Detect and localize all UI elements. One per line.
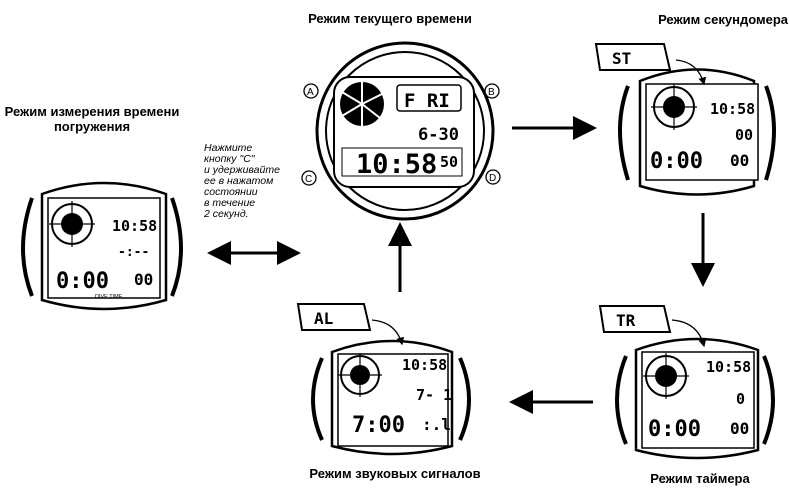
button-c-label: C (305, 174, 312, 185)
instruction-line: состоянии (204, 186, 258, 198)
display-sec: 00 (134, 270, 153, 289)
label-stopwatch-mode: Режим секундомера (658, 12, 788, 27)
display-day: F RI (404, 90, 450, 112)
segment-wheel-icon (340, 82, 384, 126)
button-b-label: B (488, 87, 495, 98)
display-date: 6-30 (418, 125, 459, 145)
instruction-line: кнопку "С" (204, 153, 255, 165)
display-main: 0:00 (56, 269, 109, 294)
display-top-time: 10:58 (706, 358, 751, 376)
display-main: 0:00 (648, 417, 701, 442)
mode-indicator: AL (314, 309, 333, 328)
label-dive-mode-line1: Режим измерения времени (4, 104, 180, 119)
instruction-line: Нажмите (204, 142, 253, 154)
button-a-label: A (307, 87, 314, 98)
display-mid: -:-- (118, 245, 149, 260)
display-top-time: 10:58 (112, 217, 157, 235)
mode-indicator: TR (616, 311, 636, 330)
instruction-line: и удерживайте (204, 164, 280, 176)
instruction-line: 2 секунд. (204, 208, 249, 220)
display-mid: 00 (735, 126, 753, 144)
label-timer-mode: Режим таймера (650, 471, 750, 486)
button-d[interactable]: D (485, 169, 501, 185)
button-a[interactable]: A (303, 83, 319, 99)
display-mid: 7- 1 (416, 386, 452, 404)
watch-alarm: 10:58 7- 1 7:00 :.l AL (296, 303, 471, 456)
display-sec: :.l (422, 415, 451, 434)
instruction-line: ее в нажатом (204, 175, 274, 187)
instruction-line: в течение (204, 197, 256, 209)
button-d-label: D (489, 173, 496, 184)
watch-dive-time: 10:58 -:-- 0:00 00 DIVE TIME (21, 181, 183, 311)
display-sec: 00 (730, 419, 749, 438)
display-top-time: 10:58 (402, 356, 447, 374)
display-time: 10:58 (356, 149, 437, 180)
watch-timer: 10:58 0 0:00 00 TR (598, 305, 775, 460)
mode-indicator: ST (612, 49, 631, 68)
label-alarm-mode: Режим звуковых сигналов (309, 466, 481, 481)
watch-stopwatch: 10:58 00 0:00 00 ST (594, 43, 776, 196)
button-b[interactable]: B (484, 83, 500, 99)
label-timekeeping-mode: Режим текущего времени (308, 11, 472, 26)
display-main: 7:00 (352, 413, 405, 438)
display-seconds: 50 (440, 153, 458, 171)
watch-timekeeping: F RI 6-30 10:58 50 A B C D (301, 41, 501, 221)
button-c[interactable]: C (301, 170, 317, 186)
display-mid: 0 (736, 390, 745, 408)
display-top-time: 10:58 (710, 100, 755, 118)
display-main: 0:00 (650, 149, 703, 174)
dive-time-caption: DIVE TIME (95, 294, 123, 300)
display-sec: 00 (730, 151, 749, 170)
label-dive-mode-line2: погружения (53, 119, 131, 134)
